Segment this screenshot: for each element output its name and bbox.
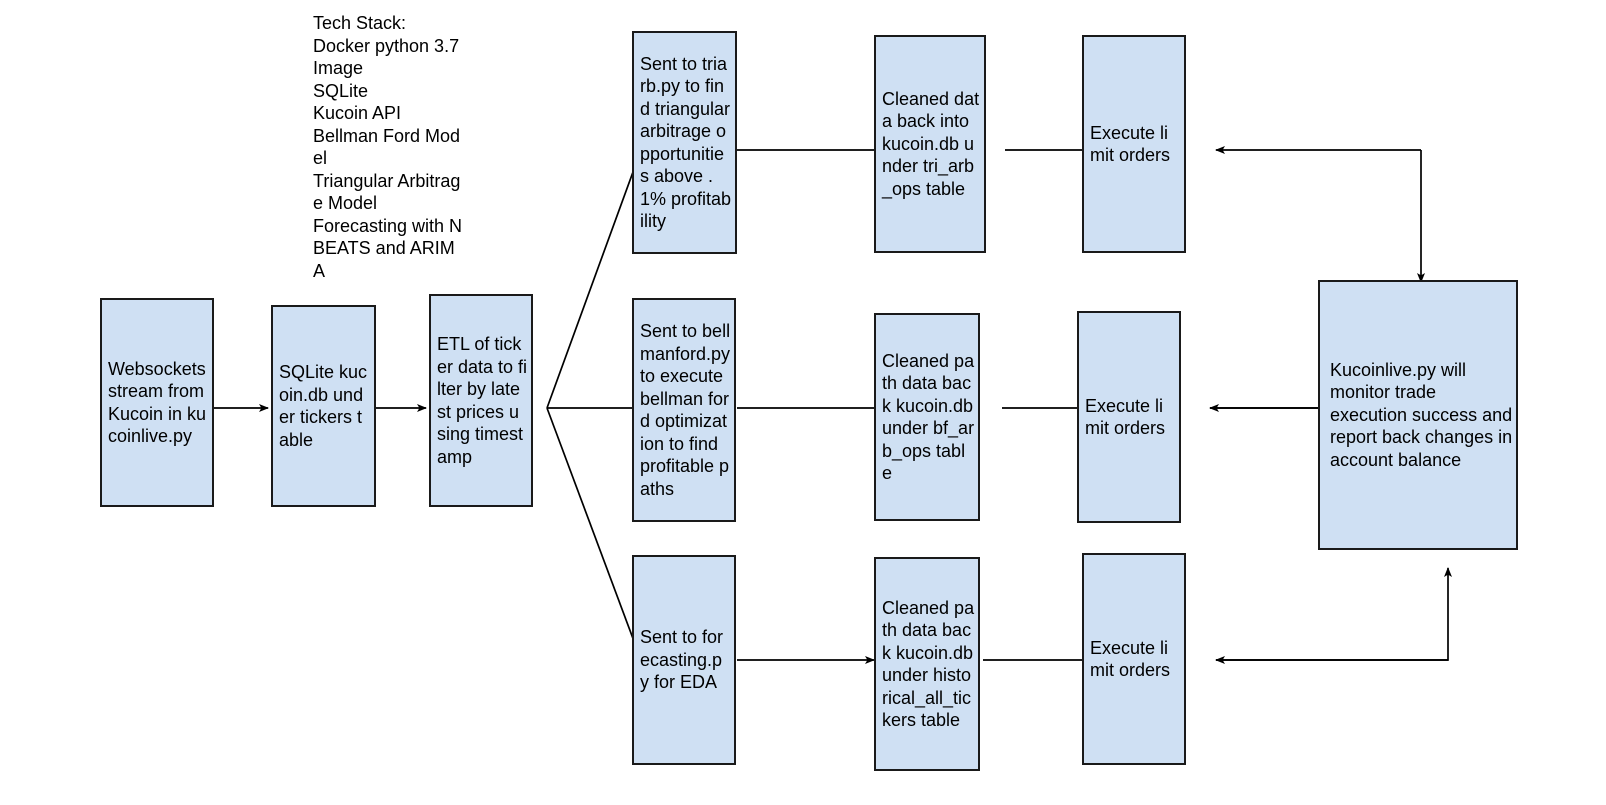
node-bellmanford-label: Sent to bellmanford.py to execute bellma… xyxy=(640,321,731,499)
node-bf-arb-store[interactable]: Cleaned path data back kucoin.db under b… xyxy=(874,313,980,521)
node-etl[interactable]: ETL of ticker data to filter by latest p… xyxy=(429,294,533,507)
node-etl-label: ETL of ticker data to filter by latest p… xyxy=(437,334,528,467)
node-execute-limit-orders-bottom-label: Execute limit orders xyxy=(1090,637,1171,681)
node-monitor-kucoinlive-label: Kucoinlive.py will monitor trade executi… xyxy=(1330,359,1513,470)
node-bellmanford[interactable]: Sent to bellmanford.py to execute bellma… xyxy=(632,298,736,522)
node-execute-limit-orders-top-label: Execute limit orders xyxy=(1090,122,1171,166)
node-monitor-kucoinlive[interactable]: Kucoinlive.py will monitor trade executi… xyxy=(1318,280,1518,550)
node-websockets-stream[interactable]: Websockets stream from Kucoin in kucoinl… xyxy=(100,298,214,507)
node-sqlite-tickers[interactable]: SQLite kucoin.db under tickers table xyxy=(271,305,376,507)
node-historical-store-label: Cleaned path data back kucoin.db under h… xyxy=(882,597,975,731)
node-execute-limit-orders-top[interactable]: Execute limit orders xyxy=(1082,35,1186,253)
node-tri-arb-store-label: Cleaned data back into kucoin.db under t… xyxy=(882,88,980,199)
node-bf-arb-store-label: Cleaned path data back kucoin.db under b… xyxy=(882,350,975,484)
node-historical-store[interactable]: Cleaned path data back kucoin.db under h… xyxy=(874,557,980,771)
edge-etl-to-forecasting xyxy=(546,407,642,661)
node-tri-arb-store[interactable]: Cleaned data back into kucoin.db under t… xyxy=(874,35,986,253)
node-execute-limit-orders-middle[interactable]: Execute limit orders xyxy=(1077,311,1181,523)
node-triarb[interactable]: Sent to triarb.py to find triangular arb… xyxy=(632,31,737,254)
node-forecasting-label: Sent to forecasting.py for EDA xyxy=(640,627,724,693)
node-forecasting[interactable]: Sent to forecasting.py for EDA xyxy=(632,555,736,765)
tech-stack-note: Tech Stack: Docker python 3.7 Image SQLi… xyxy=(313,13,463,281)
node-execute-limit-orders-bottom[interactable]: Execute limit orders xyxy=(1082,553,1186,765)
node-triarb-label: Sent to triarb.py to find triangular arb… xyxy=(640,53,732,232)
node-execute-limit-orders-middle-label: Execute limit orders xyxy=(1085,395,1166,439)
node-sqlite-tickers-label: SQLite kucoin.db under tickers table xyxy=(279,362,368,450)
node-websockets-stream-label: Websockets stream from Kucoin in kucoinl… xyxy=(108,358,207,447)
edge-etl-to-triarb xyxy=(546,149,642,409)
edge-execute-bottom-to-monitor xyxy=(1216,567,1452,661)
